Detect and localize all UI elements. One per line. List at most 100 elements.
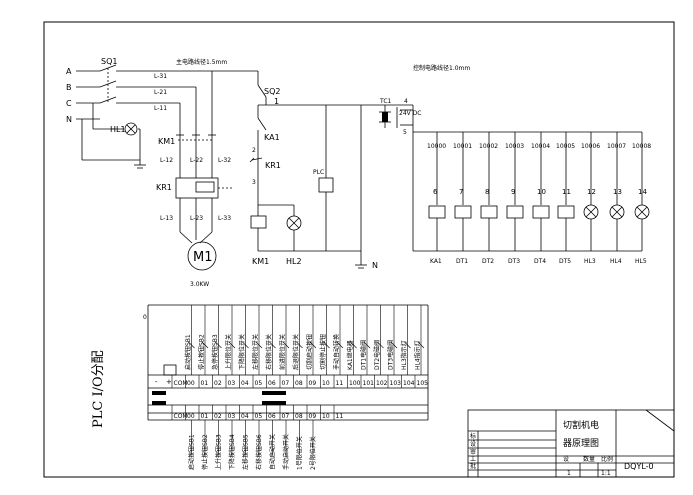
hl1-lamp [124, 122, 138, 136]
hl2-label: HL2 [286, 257, 302, 266]
l21-label: L-21 [154, 89, 167, 96]
output-device-label: HL4 [610, 258, 622, 265]
io-bar-left-2 [152, 401, 166, 405]
output-addr: 10003 [505, 143, 524, 150]
top-io-label: 下降限位开关 [238, 334, 246, 370]
bottom-terminal: 02 [214, 413, 222, 420]
ka1-label: KA1 [264, 133, 280, 142]
main-wire-note: 主电路线径1.5mm [176, 58, 227, 66]
top-terminal: COM [174, 380, 188, 387]
output-device-label: DT1 [456, 258, 468, 265]
output-branches: 100006KA1100017DT1100028DT2100039DT31000… [413, 131, 651, 265]
bottom-io-label: 2号限位开关 [309, 436, 317, 470]
top-terminal: 101 [363, 380, 375, 387]
top-terminal: 103 [390, 380, 402, 387]
output-device-label: DT4 [534, 258, 546, 265]
km1-coil-label: KM1 [252, 257, 269, 266]
output-addr: 10000 [427, 143, 446, 150]
output-branch [609, 132, 625, 251]
bottom-io-label: 启动按钮SB1 [188, 434, 196, 470]
title-line1: 切割机电 [563, 419, 599, 431]
input-contact [309, 341, 317, 349]
io-bar-left-1 [152, 391, 166, 395]
top-io-label: 启动按钮SB1 [184, 334, 192, 370]
plc-io-module [147, 304, 429, 421]
output-node: 8 [485, 188, 489, 196]
node3-label: 3 [252, 179, 256, 186]
output-addr: 10008 [632, 143, 651, 150]
bottom-terminal: 05 [255, 413, 263, 420]
output-branch [428, 132, 446, 251]
main-circuit [76, 64, 258, 271]
control-circuit [249, 71, 642, 269]
input-contact [215, 341, 222, 349]
output-branch [557, 132, 575, 251]
ctrl-wire-note: 控制电路线径1.0mm [413, 64, 470, 72]
input-contact [350, 341, 357, 349]
bottom-io-label: 自动启动开关 [269, 434, 277, 470]
bottom-io-label: 左移按钮SB5 [242, 434, 250, 470]
output-node: 9 [511, 188, 515, 196]
top-io-label: 切割启动按钮 [306, 334, 314, 370]
input-contact [242, 341, 249, 349]
top-terminal: 105 [417, 380, 429, 387]
node2-label: 2 [252, 147, 256, 154]
input-contact [323, 341, 330, 349]
input-contact [417, 341, 425, 349]
tb-scale: 1:1 [601, 470, 611, 477]
output-device-label: DT5 [559, 258, 571, 265]
l12-label: L-12 [160, 157, 173, 164]
top-io-label: KA1继电器 [346, 340, 354, 370]
top-terminal: 100 [349, 380, 361, 387]
hl2-lamp [286, 215, 302, 231]
title-block [467, 409, 675, 478]
bottom-io-label: 手动启动开关 [282, 434, 290, 470]
output-node: 12 [587, 188, 596, 196]
bottom-terminal: 10 [322, 413, 330, 420]
output-addr: 10007 [607, 143, 626, 150]
top-terminal: 102 [376, 380, 388, 387]
output-branch [583, 132, 599, 251]
l13-label: L-13 [160, 215, 173, 222]
hl1-label: HL1 [110, 125, 126, 134]
input-contact [363, 341, 371, 349]
top-terminal: 00 [187, 380, 195, 387]
bottom-terminal: 08 [295, 413, 303, 420]
phase-labels: A B C N [66, 67, 72, 124]
phase-c-label: C [66, 99, 72, 108]
output-branch [532, 132, 550, 251]
top-terminal: 03 [228, 380, 236, 387]
tc1-label: TC1 [379, 98, 392, 105]
top-io-label: DT2电磁阀 [373, 340, 381, 370]
tb-cell-b: 数量 [583, 455, 595, 463]
motor-power-label: 3.0KW [190, 281, 209, 288]
top-io-label: 停止按钮SB2 [198, 334, 206, 370]
output-branch [634, 132, 650, 251]
transformer-core [382, 112, 388, 122]
top-io-label: 上升限位开关 [225, 334, 233, 370]
top-io-label: 后退限位开关 [292, 334, 300, 370]
top-io-label: 切割停止按钮 [319, 334, 327, 370]
top-terminal: 07 [282, 380, 290, 387]
top-io-label: 前进限位开关 [279, 334, 287, 370]
l32-label: L-32 [218, 157, 231, 164]
km1-main-label: KM1 [158, 137, 175, 146]
top-terminal: 08 [295, 380, 303, 387]
input-contact [336, 341, 344, 349]
top-io-label: 急停按钮SB3 [211, 334, 219, 370]
top-zero-label: 0 [143, 314, 147, 321]
output-device-label: HL5 [635, 258, 647, 265]
pm-plus: + [166, 378, 172, 386]
output-node: 6 [433, 188, 438, 196]
pm-minus: - [155, 378, 158, 386]
bottom-terminal: 11 [336, 413, 344, 420]
output-addr: 10006 [581, 143, 600, 150]
bottom-terminal: 04 [241, 413, 249, 420]
output-node: 10 [537, 188, 546, 196]
tb-cell-c: 比例 [601, 455, 613, 463]
bottom-terminal: 00 [187, 413, 195, 420]
l22-label: L-22 [190, 157, 203, 164]
input-contact [269, 341, 276, 349]
l31-label: L-31 [154, 73, 167, 80]
